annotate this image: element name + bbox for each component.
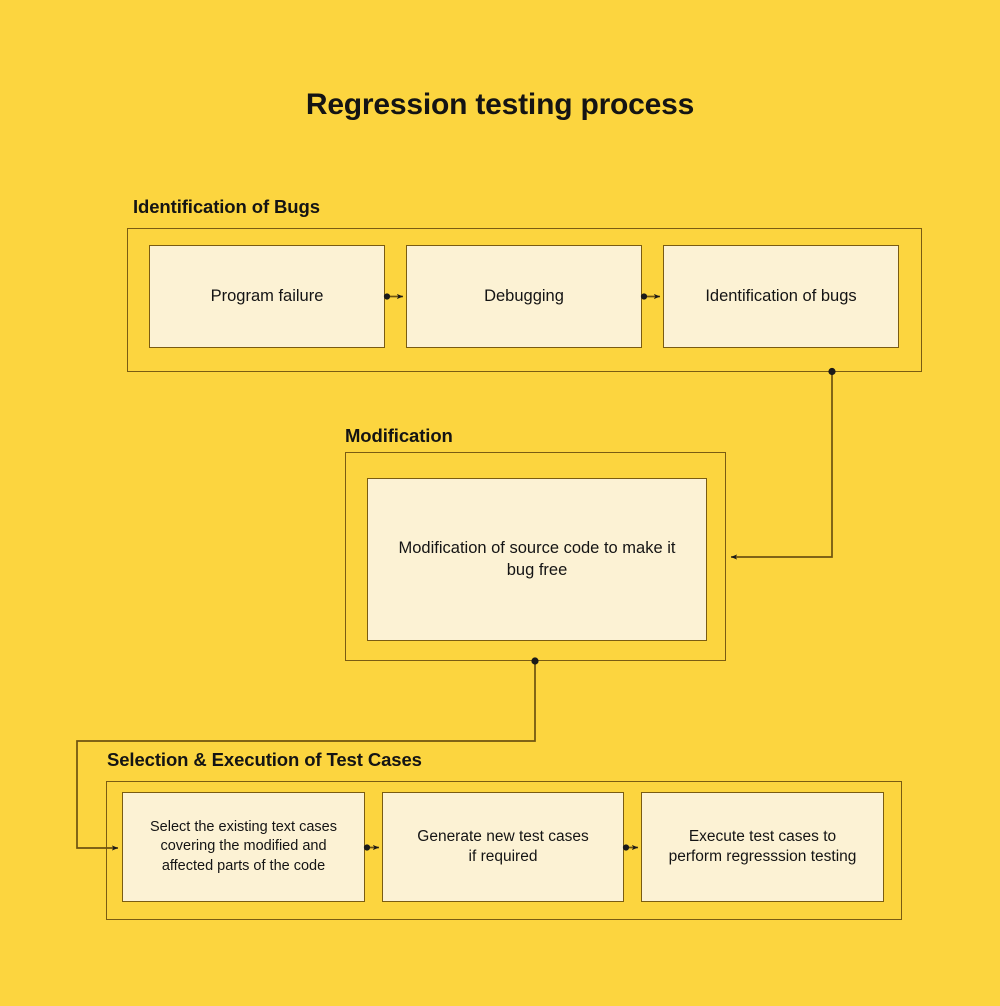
node-label: Modification of source code to make it b… — [398, 538, 676, 579]
group-label-selection-execution-of-test-cases: Selection & Execution of Test Cases — [107, 749, 422, 770]
page-title: Regression testing process — [305, 88, 695, 121]
group-container-identification-of-bugs — [127, 228, 922, 372]
node-label: Select the existing text cases covering … — [150, 819, 337, 874]
node-debugging[interactable]: Debugging — [406, 245, 642, 348]
node-label: Execute test cases to perform regresssio… — [668, 827, 857, 865]
node-label: Identification of bugs — [705, 286, 857, 305]
node-execute-test-cases[interactable]: Execute test cases to perform regresssio… — [641, 792, 884, 902]
node-identification-of-bugs[interactable]: Identification of bugs — [663, 245, 899, 348]
node-label: Generate new test cases if required — [417, 827, 589, 865]
node-modification-of-source-code[interactable]: Modification of source code to make it b… — [367, 478, 707, 641]
node-generate-new-test-cases[interactable]: Generate new test cases if required — [382, 792, 624, 902]
group-label-identification-of-bugs: Identification of Bugs — [133, 196, 320, 217]
node-program-failure[interactable]: Program failure — [149, 245, 385, 348]
node-label: Debugging — [484, 286, 564, 305]
node-label: Program failure — [210, 286, 324, 305]
connector-bugs-group-to-modification-group — [730, 367, 836, 560]
group-label-modification: Modification — [345, 425, 453, 446]
node-select-existing-test-cases[interactable]: Select the existing text cases covering … — [122, 792, 365, 902]
